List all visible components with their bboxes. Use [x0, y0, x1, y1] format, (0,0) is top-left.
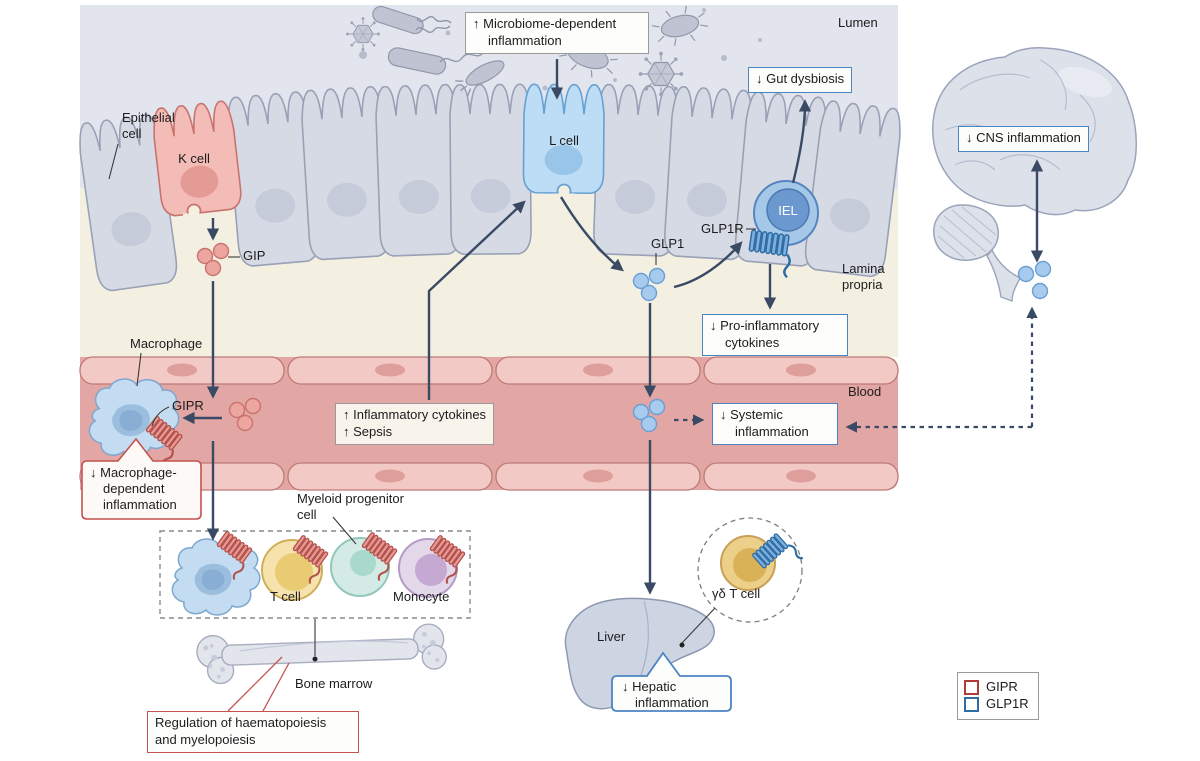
receptor-legend: GIPR GLP1R: [957, 672, 1039, 720]
l-cell-label: L cell: [549, 133, 579, 148]
gip-dots-lamina: [196, 242, 230, 277]
k-cell-label: K cell: [178, 151, 210, 166]
hepatic-callout-bubble: [611, 651, 732, 712]
myeloid-progenitor-label: Myeloid progenitor cell: [297, 491, 404, 522]
bone-marrow-label: Bone marrow: [295, 676, 373, 691]
iel-cell-shape: [744, 180, 819, 279]
pro-inflammatory-callout: ↓ Pro-inflammatory cytokines: [702, 314, 848, 357]
macrophage-dependent-callout: ↓ Macrophage-dependent inflammation: [90, 465, 177, 512]
glp1-label: GLP1: [651, 236, 685, 251]
gipr-label: GIPR: [172, 398, 204, 413]
flow-arrows: [182, 59, 1044, 595]
t-cell-label: T cell: [270, 589, 301, 604]
brain: [932, 47, 1137, 302]
cns-inflammation-callout: ↓ CNS inflammation: [958, 126, 1089, 152]
glp1r-legend-label: GLP1R: [986, 696, 1029, 712]
gut-dysbiosis-callout: ↓ Gut dysbiosis: [748, 67, 853, 93]
legend-item-gipr: GIPR: [964, 680, 1032, 695]
progenitor-group-box: [159, 530, 471, 619]
gd-t-cell-label: γδ T cell: [712, 586, 761, 601]
gip-dots-blood: [228, 397, 262, 432]
gipr-legend-label: GIPR: [986, 679, 1018, 695]
legend-item-glp1r: GLP1R: [964, 697, 1032, 712]
sepsis-callout: ↑ Inflammatory cytokines ↑ Sepsis: [335, 403, 495, 446]
sepsis-line: ↑ Sepsis: [343, 423, 393, 439]
microbiome-inflammation-callout: ↑ Microbiome-dependent inflammation: [465, 12, 649, 55]
gd-tcell-zoom-circle: [697, 517, 803, 623]
glp1r-legend-swatch: [964, 697, 979, 712]
systemic-inflammation-callout: ↓ Systemic inflammation: [712, 403, 838, 446]
glp1r-label: GLP1R: [701, 221, 744, 236]
hepatic-inflammation-callout: ↓ Hepatic inflammation: [622, 679, 709, 710]
iel-label: IEL: [778, 203, 798, 218]
macrophage-callout-bubble: [81, 437, 202, 520]
k-cell-shape: [150, 99, 244, 218]
epithelial-cell-label: Epithelial cell: [122, 110, 175, 141]
glp1-dots-brain: [1017, 260, 1052, 300]
gipr-legend-swatch: [964, 680, 979, 695]
blood-label: Blood: [848, 384, 882, 399]
liver-label: Liver: [597, 629, 626, 644]
l-cell-shape: [522, 83, 606, 195]
glp1-dots-blood: [632, 398, 666, 433]
epithelium: [75, 83, 905, 294]
haematopoiesis-callout: Regulation of haematopoiesis and myelopo…: [147, 711, 359, 754]
gip-label: GIP: [243, 248, 266, 263]
label-connectors: [108, 143, 756, 712]
inflammatory-cytokines-line: ↑ Inflammatory cytokines: [343, 407, 487, 422]
lamina-propria-label: Lamina propria: [842, 261, 885, 292]
glp1-dots-lamina: [632, 267, 666, 302]
monocyte-label: Monocyte: [393, 589, 450, 604]
bone: [196, 623, 447, 685]
lumen-label: Lumen: [838, 15, 878, 30]
macrophage-label: Macrophage: [130, 336, 203, 351]
